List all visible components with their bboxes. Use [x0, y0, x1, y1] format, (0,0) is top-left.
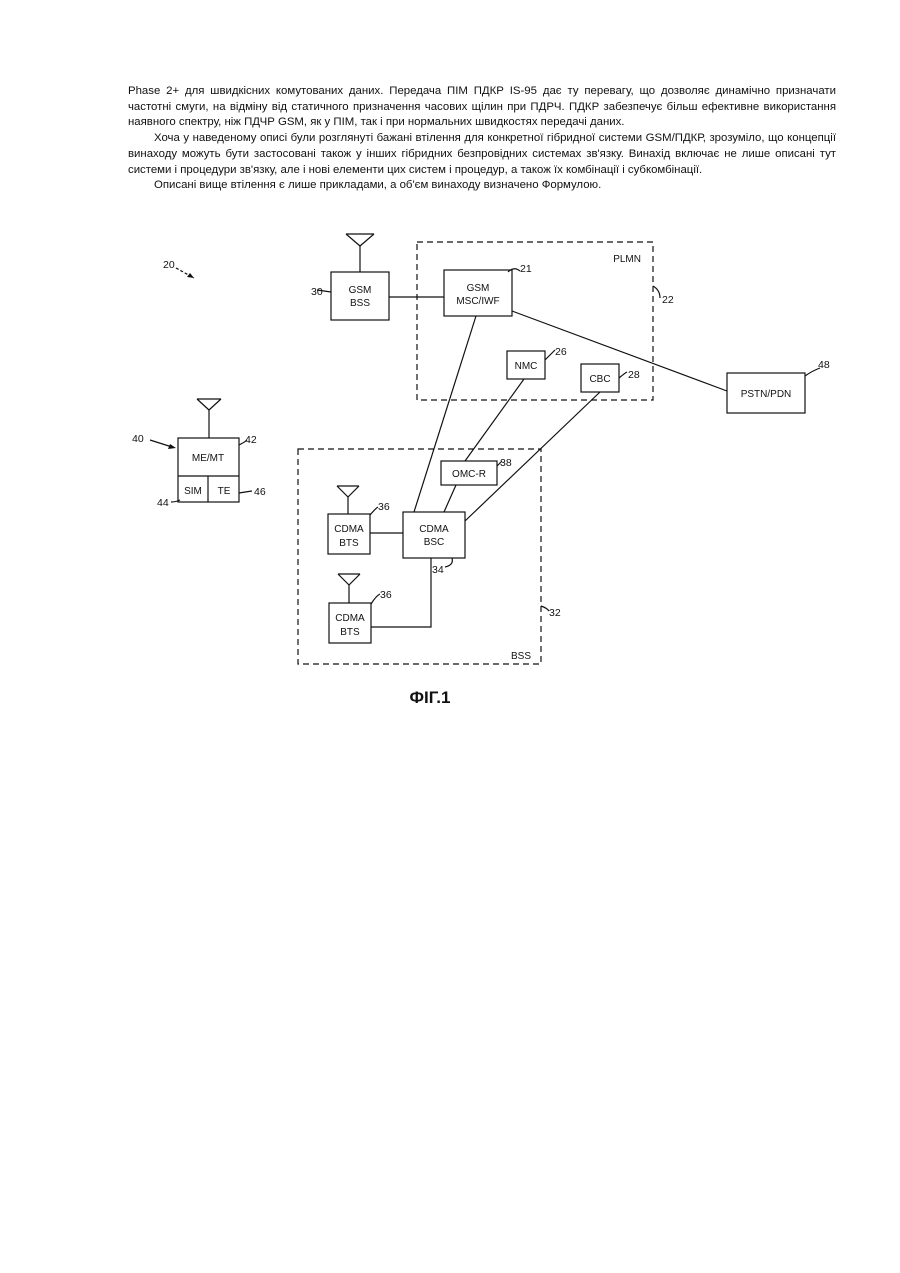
- link-nmc-omc: [465, 379, 524, 461]
- cdma-bts-top-label-1: CDMA: [334, 524, 364, 535]
- cdma-bts-bottom-label-2: BTS: [340, 627, 360, 638]
- cdma-bsc-block: [403, 512, 465, 558]
- cdma-bts-top-label-2: BTS: [339, 538, 359, 549]
- ref-38: 38: [500, 457, 512, 469]
- ref-36-top: 36: [378, 501, 390, 513]
- ref-44: 44: [157, 497, 169, 509]
- ref-30: 30: [311, 286, 323, 298]
- arrow-20-icon: [187, 273, 194, 278]
- gsm-msc-label-2: MSC/IWF: [456, 296, 499, 307]
- nmc-label: NMC: [515, 361, 538, 372]
- bss-group-label: BSS: [511, 651, 531, 662]
- ref-46: 46: [254, 486, 266, 498]
- ref-36-bottom: 36: [380, 589, 392, 601]
- cbc-label: CBC: [589, 374, 610, 385]
- ref-32: 32: [549, 607, 561, 619]
- ref-42: 42: [245, 434, 257, 446]
- ref-22: 22: [662, 294, 674, 306]
- gsm-bss-antenna-icon: [346, 234, 374, 272]
- link-cbc-bsc: [465, 392, 600, 521]
- bts-top-antenna-icon: [337, 486, 359, 514]
- omc-label: OMC-R: [452, 469, 486, 480]
- figure-caption: ФІГ.1: [410, 688, 451, 707]
- sim-label: SIM: [184, 486, 202, 497]
- ref-26: 26: [555, 346, 567, 358]
- bts-bottom-antenna-icon: [338, 574, 360, 603]
- gsm-bss-label-2: BSS: [350, 298, 370, 309]
- gsm-msc-label-1: GSM: [467, 283, 490, 294]
- ref-20: 20: [163, 259, 175, 271]
- link-msc-bsc: [414, 316, 476, 512]
- plmn-boundary: [417, 242, 653, 400]
- link-omc-bsc: [444, 485, 456, 512]
- ref-21: 21: [520, 263, 532, 275]
- gsm-bss-block: [331, 272, 389, 320]
- plmn-label: PLMN: [613, 254, 641, 265]
- arrow-40-icon: [168, 444, 176, 449]
- ref-34: 34: [432, 564, 444, 576]
- ref-48: 48: [818, 359, 830, 371]
- bss-boundary: [298, 449, 541, 664]
- te-label: TE: [218, 486, 231, 497]
- ms-antenna-icon: [197, 399, 221, 438]
- ref-40: 40: [132, 433, 144, 445]
- cdma-bts-bottom-label-1: CDMA: [335, 613, 365, 624]
- cdma-bsc-label-1: CDMA: [419, 524, 449, 535]
- ref-28: 28: [628, 369, 640, 381]
- gsm-bss-label-1: GSM: [349, 285, 372, 296]
- pstn-label: PSTN/PDN: [741, 389, 792, 400]
- cdma-bsc-label-2: BSC: [424, 537, 445, 548]
- me-mt-label: ME/MT: [192, 453, 224, 464]
